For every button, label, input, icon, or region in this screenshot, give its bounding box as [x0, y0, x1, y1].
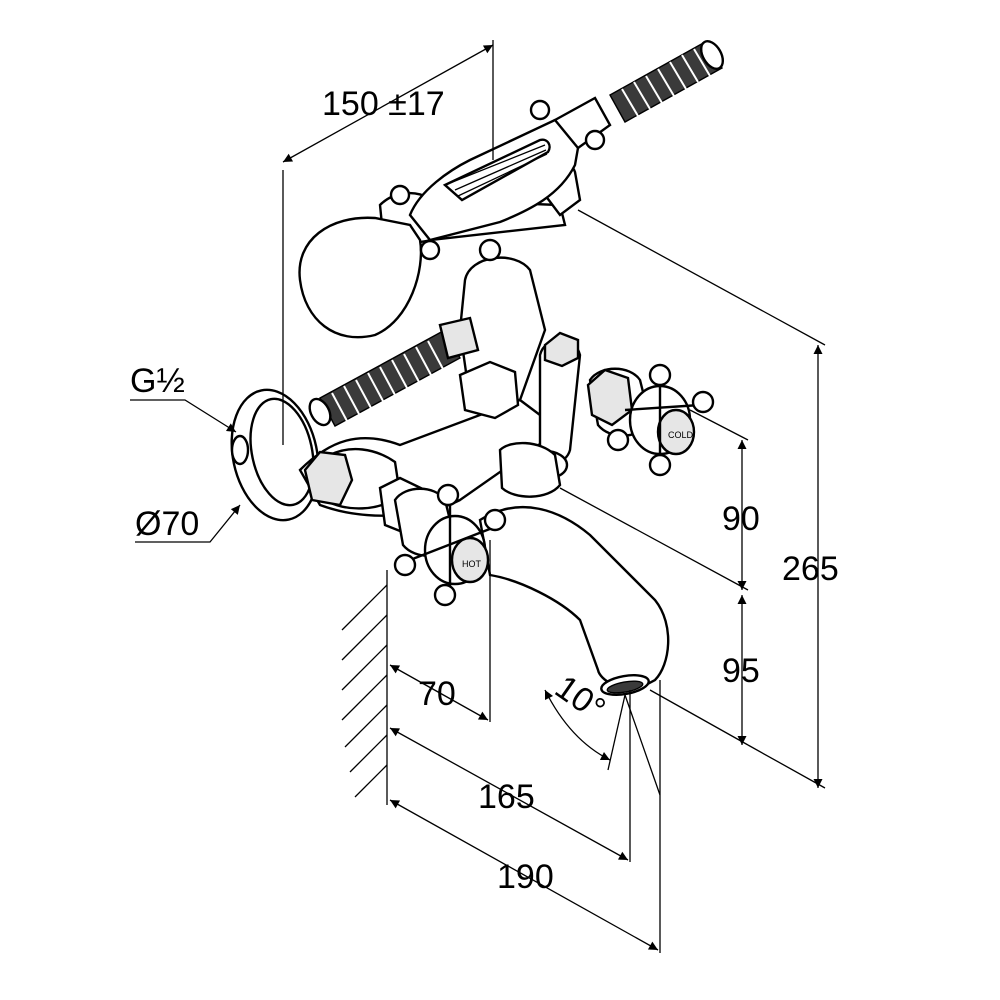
label-thread: G½	[130, 362, 185, 400]
cold-handle: COLD	[586, 363, 715, 477]
label-total-height: 265	[782, 550, 839, 588]
label-spout-height: 90	[722, 500, 760, 538]
label-rosette-diameter: Ø70	[135, 505, 199, 543]
label-hose-length: 150 ±17	[322, 85, 445, 123]
dimension-lines	[130, 40, 826, 953]
hose-lower	[308, 329, 461, 427]
hot-handle: HOT	[393, 483, 507, 607]
label-handle-offset: 70	[418, 675, 456, 713]
hand-shower	[298, 96, 612, 339]
wall-hatching	[341, 570, 388, 805]
wall-rosette	[230, 388, 320, 522]
faucet-illustration: COLD HOT	[230, 40, 725, 696]
label-total-reach: 190	[497, 858, 554, 896]
label-outlet-height: 95	[722, 652, 760, 690]
cold-cap-text: COLD	[668, 430, 694, 440]
dimension-labels: 150 ±17 G½ Ø70 90 95 265 70 10° 165 190	[130, 85, 839, 896]
hose-upper	[609, 40, 725, 123]
spout	[478, 506, 670, 696]
hot-cap-text: HOT	[462, 559, 482, 569]
label-spout-reach: 165	[478, 778, 535, 816]
